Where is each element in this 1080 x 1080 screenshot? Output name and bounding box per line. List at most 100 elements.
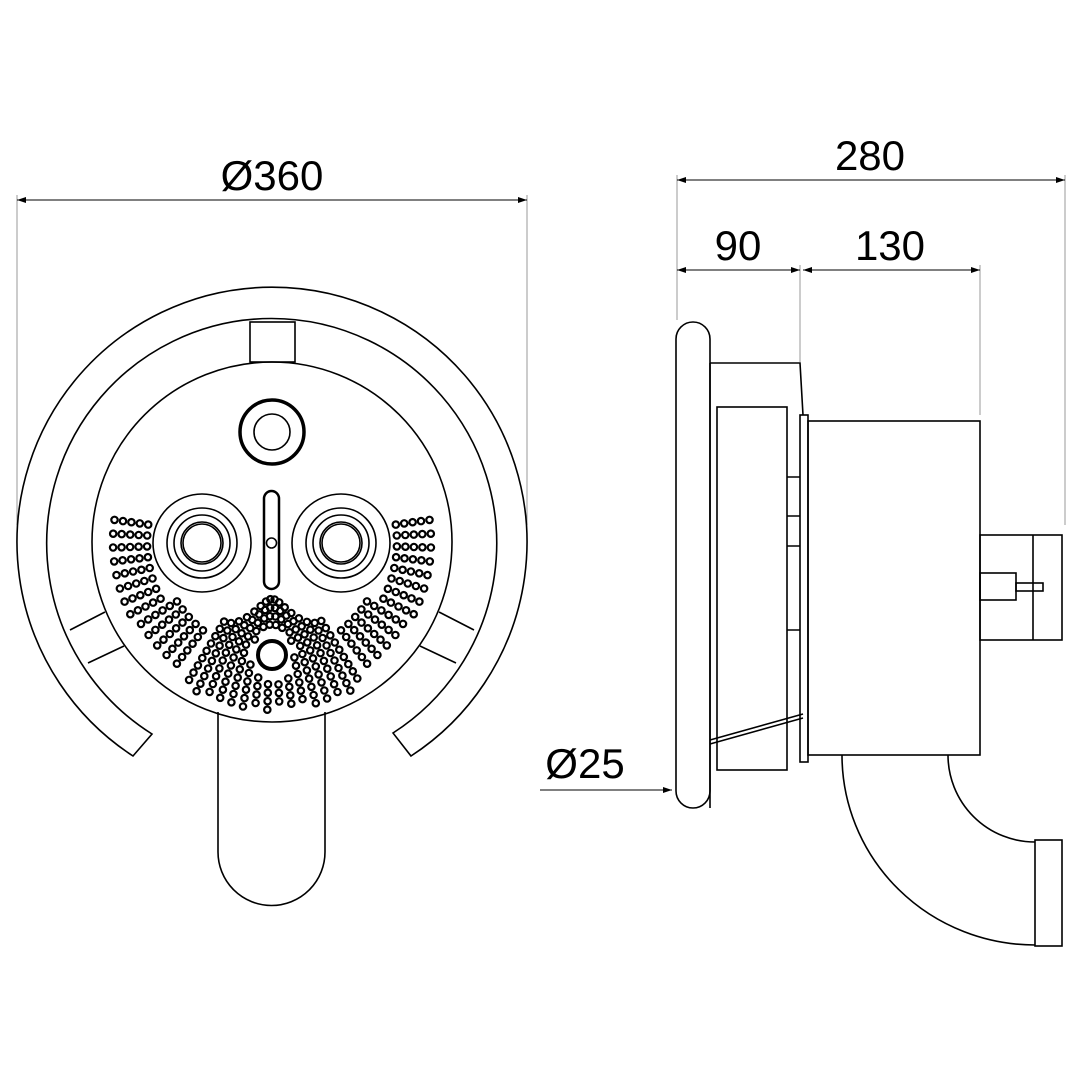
nozzle: [239, 648, 249, 658]
nozzle: [296, 686, 306, 696]
nozzle: [178, 605, 187, 614]
nozzle: [253, 681, 262, 691]
nozzle: [391, 630, 400, 640]
nozzle: [383, 584, 393, 594]
nozzle: [140, 576, 149, 586]
nozzle: [173, 638, 183, 647]
dim-bezel-depth: 90: [715, 222, 762, 269]
nozzle: [319, 656, 329, 666]
nozzle: [244, 668, 254, 678]
nozzle: [118, 555, 127, 565]
nozzle: [171, 623, 181, 633]
nozzle: [234, 636, 244, 646]
nozzle: [305, 646, 315, 655]
nozzle: [110, 515, 119, 525]
nozzle: [145, 563, 155, 573]
nozzle: [136, 619, 146, 629]
nozzle: [211, 648, 221, 658]
nozzle: [208, 679, 218, 689]
nozzle: [415, 597, 424, 606]
outlet-elbow: [841, 754, 1063, 947]
nozzle: [291, 661, 301, 671]
nozzle: [377, 620, 387, 630]
nozzle: [373, 650, 382, 660]
nozzle: [293, 633, 303, 642]
nozzle: [171, 610, 181, 619]
nozzle: [179, 631, 189, 641]
nozzle: [408, 554, 418, 564]
nozzle: [200, 671, 209, 681]
nozzle: [342, 678, 351, 688]
nozzle: [158, 606, 167, 615]
nozzle: [133, 605, 143, 615]
nozzle: [350, 612, 360, 622]
nozzle: [391, 552, 401, 562]
nozzle: [362, 597, 372, 606]
ring-side: [675, 321, 711, 809]
dim-total-depth: 280: [835, 132, 905, 179]
nozzle: [333, 687, 342, 697]
nozzle: [241, 640, 251, 649]
nozzle: [305, 625, 315, 635]
nozzle: [125, 542, 135, 552]
nozzle: [348, 666, 358, 676]
nozzle: [262, 705, 272, 715]
nozzle: [240, 693, 249, 703]
nozzle: [379, 594, 388, 604]
nozzle: [361, 638, 371, 647]
nozzle: [120, 568, 130, 578]
spray-nozzles: [108, 515, 436, 715]
nozzle: [298, 694, 307, 704]
nozzle: [285, 690, 295, 700]
nozzle: [326, 672, 336, 681]
nozzle: [349, 625, 359, 635]
nozzle: [411, 581, 421, 591]
nozzle: [151, 610, 160, 620]
nozzle: [233, 673, 243, 682]
nozzle: [136, 590, 145, 600]
nozzle: [399, 519, 409, 528]
nozzle: [115, 584, 125, 593]
dim-ring-tube-diameter: Ø25: [545, 740, 624, 787]
nozzle: [369, 629, 379, 639]
dimension-front-diameter: Ø360: [16, 152, 528, 525]
nozzle: [417, 555, 426, 565]
nozzle: [339, 652, 349, 662]
nozzle: [243, 632, 253, 641]
nozzle: [192, 686, 201, 696]
nozzle: [125, 530, 135, 539]
nozzle: [211, 631, 220, 641]
nozzle: [362, 659, 372, 669]
nozzle: [165, 629, 175, 639]
nozzle: [322, 694, 332, 703]
nozzle: [185, 625, 195, 635]
nozzle: [252, 690, 261, 699]
nozzle: [152, 641, 162, 650]
nozzle: [395, 576, 405, 586]
nozzle: [144, 630, 153, 640]
nozzle: [400, 553, 409, 563]
nozzle: [229, 689, 238, 699]
nozzle: [142, 542, 152, 551]
side-view: 280 90 130 Ø25: [540, 132, 1066, 947]
nozzle: [134, 530, 144, 540]
nozzle: [403, 579, 413, 588]
nozzle: [399, 590, 409, 600]
nozzle: [377, 606, 386, 615]
nozzle: [274, 697, 284, 706]
nozzle: [389, 563, 399, 573]
nozzle: [391, 520, 401, 529]
nozzle: [193, 661, 203, 670]
nozzle: [205, 687, 214, 697]
nozzle: [193, 632, 203, 642]
nozzle: [261, 597, 271, 606]
nozzle: [156, 594, 165, 604]
dimension-total-depth: 280: [676, 132, 1066, 525]
nozzle: [165, 601, 175, 611]
nozzle: [345, 686, 355, 695]
nozzle: [184, 612, 194, 622]
nozzle: [241, 685, 251, 695]
nozzle: [159, 635, 168, 645]
nozzle: [391, 615, 401, 624]
nozzle: [426, 543, 436, 552]
